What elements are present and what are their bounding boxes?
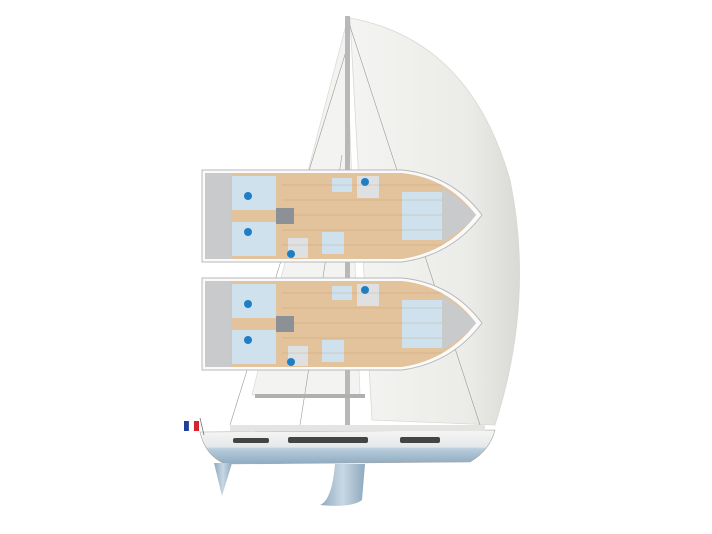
- hull: [199, 429, 496, 465]
- hull-windows: [233, 437, 440, 443]
- keel: [320, 464, 365, 506]
- boom: [255, 394, 365, 398]
- layout-1-deck-plan: [201, 169, 483, 263]
- layout-2-deck-plan: [201, 277, 483, 371]
- french-flag: [184, 417, 205, 436]
- deck-line: [230, 425, 485, 431]
- rudder: [214, 463, 232, 496]
